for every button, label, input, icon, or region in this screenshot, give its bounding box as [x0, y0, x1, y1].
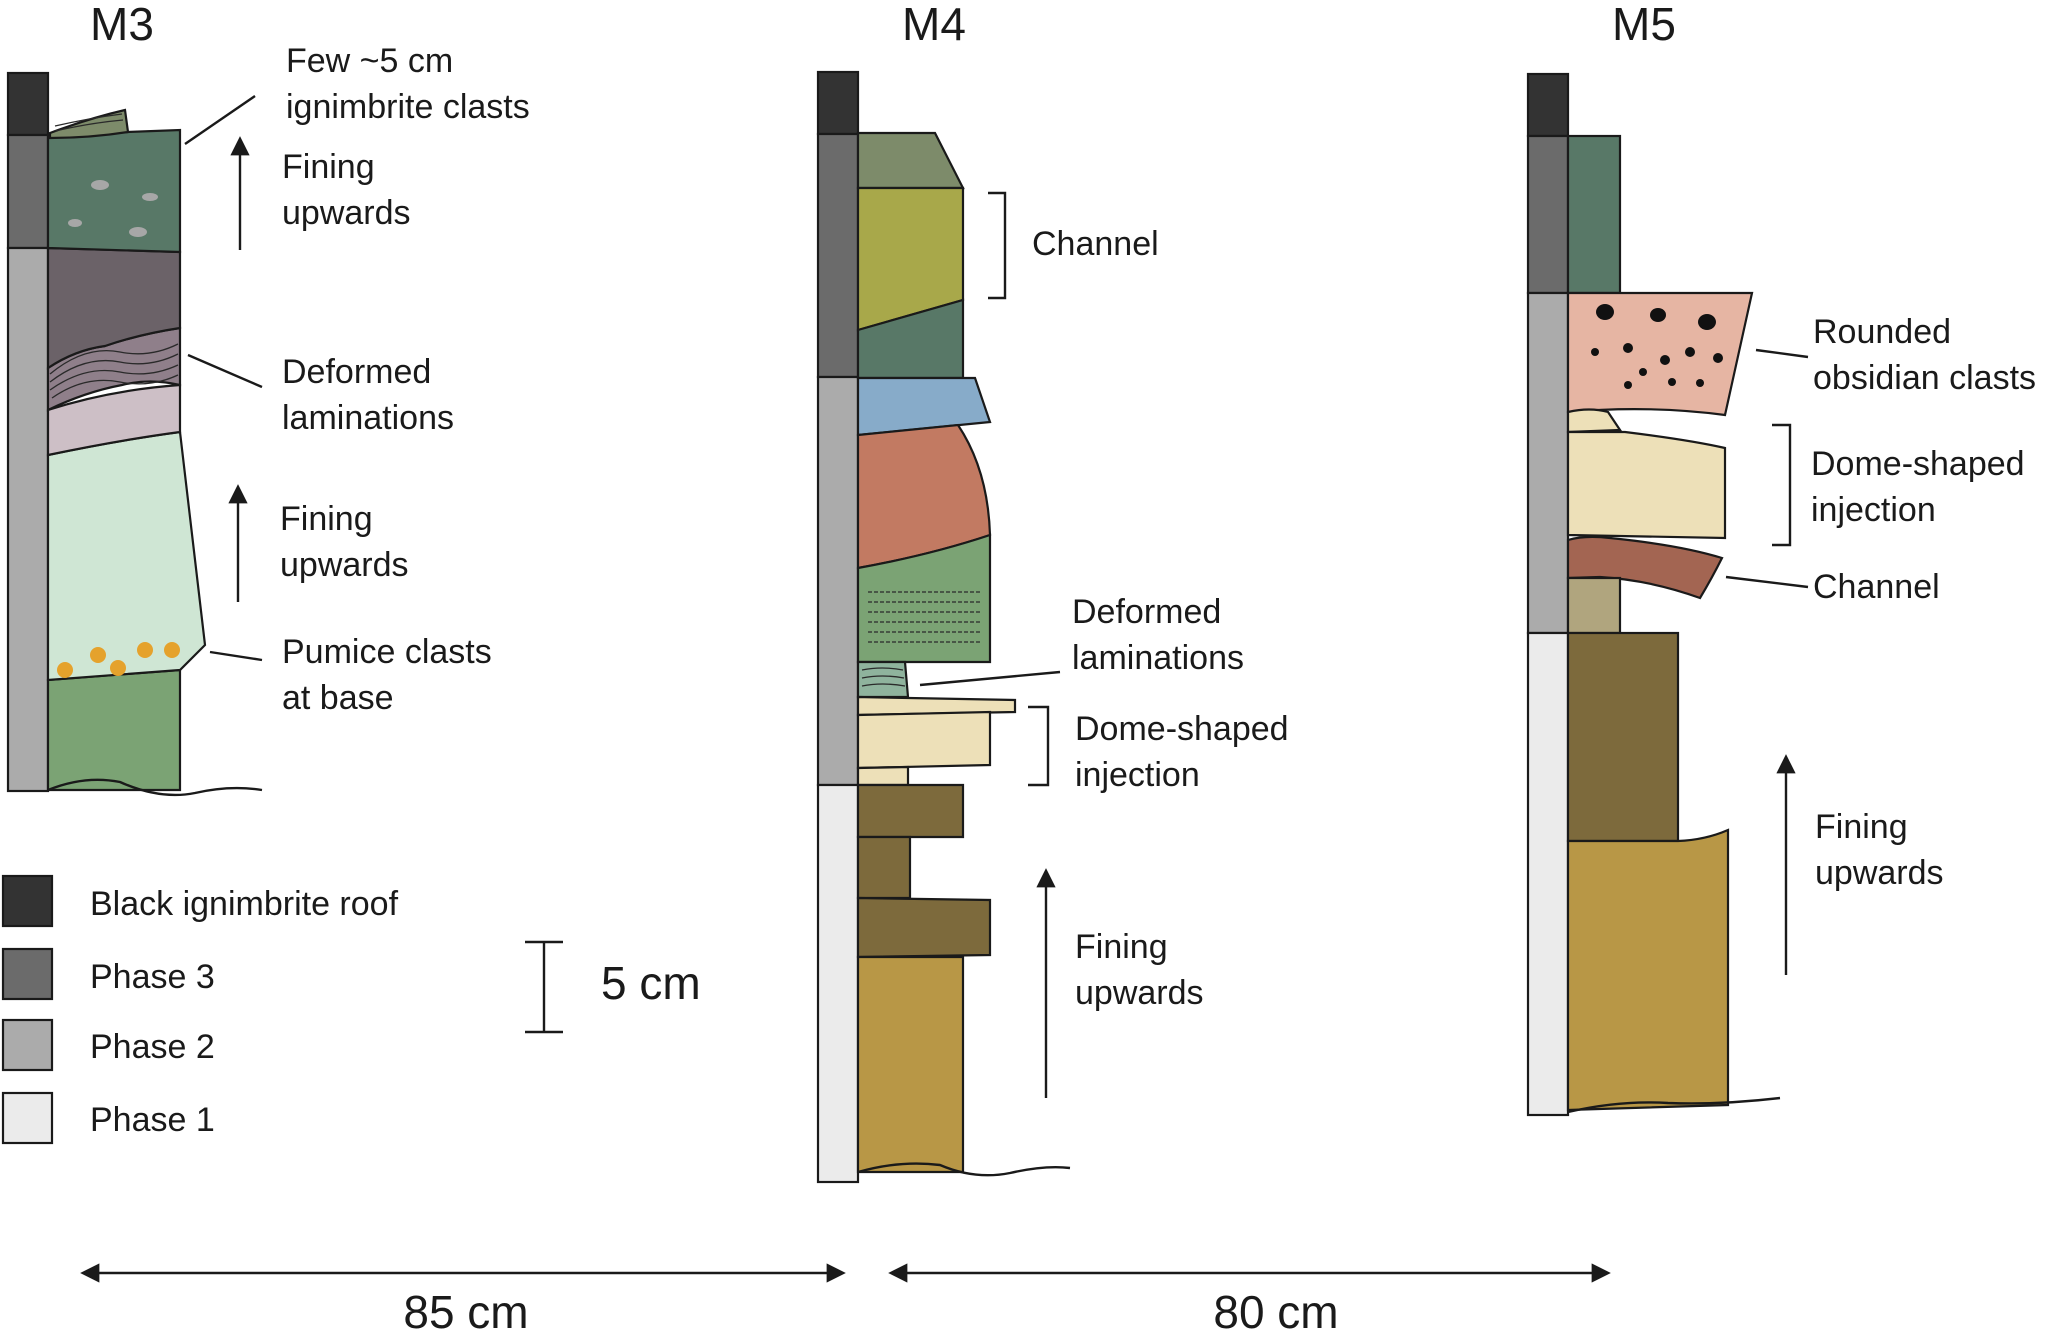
column-m3-title: M3: [90, 0, 154, 50]
m3-strip-phase3: [6, 133, 50, 250]
scale-bar: 5 cm: [525, 940, 701, 1034]
m5-layer-sand: [1566, 576, 1622, 635]
m3-ignimbrite-clasts: [68, 180, 158, 237]
m4-strip-phase2: [816, 375, 860, 787]
m3-leader-deformed: [187, 353, 263, 389]
m3-strip-roof: [6, 71, 50, 137]
m5-label-fining: Fining upwards: [1815, 808, 1944, 892]
m4-layer-cream-top: [856, 695, 1017, 717]
scale-bar-label: 5 cm: [601, 957, 701, 1009]
m5-layer-cream-dome: [1566, 430, 1727, 540]
m5-leader-obsidian: [1755, 348, 1809, 359]
m4-layer-light-blue: [856, 376, 992, 437]
legend-swatch-phase3: [1, 947, 54, 1001]
m5-layer-dark-brown: [1566, 631, 1680, 843]
m3-strip-phase2: [6, 246, 50, 793]
m3-label-few-clasts: Few ~5 cm ignimbrite clasts: [286, 42, 530, 126]
legend-swatch-roof: [1, 874, 54, 928]
legend-swatch-phase2: [1, 1018, 54, 1072]
m4-layer-cream-dome: [856, 710, 992, 770]
m3-layer-bottom-green: [46, 668, 182, 792]
m4-base-wavy: [857, 1162, 1071, 1177]
m4-green-laminations: [868, 591, 980, 643]
legend-swatch-phase1: [1, 1091, 54, 1145]
distance-label-m3-m4: 85 cm: [403, 1286, 528, 1331]
m3-layer-pale-green: [46, 430, 207, 682]
m4-strip-roof: [816, 70, 860, 136]
m3-label-fining-1: Fining upwards: [282, 148, 411, 232]
m3-leader-few-clasts: [184, 95, 256, 145]
m4-layer-brown-3: [856, 896, 992, 959]
m5-layer-ochre: [1566, 828, 1730, 1112]
m3-clast-laminations: [54, 113, 124, 132]
m4-strip-phase3: [816, 132, 860, 379]
m4-layer-brown-2: [856, 835, 912, 900]
m5-bracket-dome: [1772, 423, 1792, 547]
m4-bracket-dome: [1028, 705, 1050, 787]
m3-pumice-clasts: [57, 642, 180, 678]
m5-label-obsidian: Rounded obsidian clasts: [1813, 313, 2036, 397]
m5-leader-channel: [1725, 575, 1809, 589]
m4-layer-deformed: [856, 660, 910, 699]
column-m3: M3: [6, 0, 530, 797]
m5-base-wavy: [1567, 1096, 1781, 1114]
m3-leader-pumice: [209, 650, 263, 662]
m4-bracket-channel: [988, 191, 1007, 300]
m5-strip-phase1: [1526, 631, 1570, 1117]
m4-deformed-laminations: [861, 667, 906, 687]
m5-layer-cream-stem-top: [1566, 408, 1623, 434]
m3-layer-dark-mauve: [46, 246, 182, 371]
m3-label-pumice: Pumice clasts at base: [282, 633, 501, 717]
m5-obsidian-clasts: [1591, 304, 1723, 389]
distance-m4-m5: 80 cm: [888, 1263, 1611, 1331]
legend: Black ignimbrite roof Phase 3 Phase 2 Ph…: [1, 874, 399, 1145]
m4-layer-olive-grey: [856, 131, 965, 190]
distance-m3-m4: 85 cm: [80, 1263, 846, 1331]
column-m4: M4: [816, 0, 1298, 1184]
column-m5-title: M5: [1612, 0, 1676, 50]
m3-label-deformed: Deformed laminations: [282, 353, 454, 437]
legend-label-roof: Black ignimbrite roof: [90, 885, 399, 923]
m4-strip-phase1: [816, 783, 860, 1184]
m3-layer-dark-green: [46, 128, 182, 254]
m4-leader-deformed: [919, 670, 1061, 687]
m3-base-wavy: [47, 778, 263, 797]
m4-label-deformed: Deformed laminations: [1072, 593, 1244, 677]
m5-strip-phase2: [1526, 291, 1570, 635]
m4-layer-green-laminated: [856, 533, 992, 664]
m4-label-fining: Fining upwards: [1075, 928, 1204, 1012]
m4-label-channel: Channel: [1032, 225, 1159, 263]
m4-layer-ochre: [856, 955, 965, 1174]
legend-label-phase2: Phase 2: [90, 1028, 215, 1066]
distance-label-m4-m5: 80 cm: [1213, 1286, 1338, 1331]
column-m5: M5 Rounded: [1526, 0, 2036, 1117]
column-m4-title: M4: [902, 0, 966, 50]
m4-label-dome: Dome-shaped injection: [1075, 710, 1298, 794]
m5-strip-phase3: [1526, 134, 1570, 295]
legend-label-phase3: Phase 3: [90, 958, 215, 996]
m4-layer-cream-stem: [856, 765, 910, 787]
m5-layer-red-brown: [1566, 535, 1724, 600]
m5-label-channel: Channel: [1813, 568, 1940, 606]
legend-label-phase1: Phase 1: [90, 1101, 215, 1139]
m4-layer-dark-green: [856, 298, 965, 380]
m3-label-fining-2: Fining upwards: [280, 500, 409, 584]
m5-layer-dark-green: [1566, 134, 1622, 295]
m5-label-dome: Dome-shaped injection: [1811, 445, 2034, 529]
m4-layer-brown-1: [856, 783, 965, 839]
m3-deformed-laminations: [49, 343, 179, 399]
m3-layer-light-mauve: [46, 383, 182, 457]
m5-strip-roof: [1526, 72, 1570, 138]
